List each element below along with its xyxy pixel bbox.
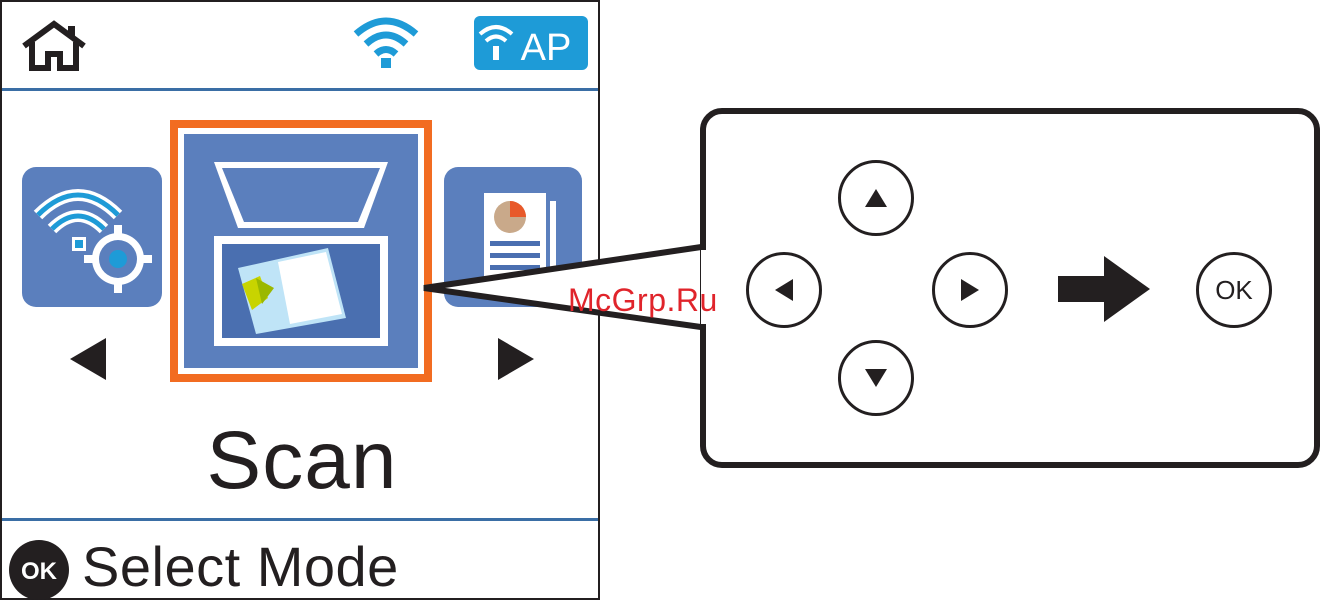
scan-icon xyxy=(178,128,424,374)
copy-tile[interactable] xyxy=(444,167,582,307)
scan-tile-selected[interactable] xyxy=(170,120,432,382)
footer-label: Select Mode xyxy=(82,534,399,600)
home-icon[interactable] xyxy=(18,20,90,72)
up-button[interactable] xyxy=(838,160,914,236)
scroll-right-arrow-icon[interactable] xyxy=(496,336,536,382)
header-divider xyxy=(2,88,598,91)
selected-mode-name: Scan xyxy=(2,416,602,506)
watermark-text: McGrp.Ru xyxy=(568,282,718,319)
ok-badge-icon: OK xyxy=(8,539,70,601)
footer-hint: OK Select Mode xyxy=(2,524,598,600)
copy-document-icon xyxy=(484,193,556,291)
ok-button[interactable]: OK xyxy=(1196,252,1272,328)
down-button[interactable] xyxy=(838,340,914,416)
down-arrow-icon xyxy=(863,367,889,389)
scroll-left-arrow-icon[interactable] xyxy=(68,336,108,382)
printer-lcd-screen: AP xyxy=(0,0,600,600)
footer-divider xyxy=(2,518,598,521)
up-arrow-icon xyxy=(863,187,889,209)
ap-badge-text: AP xyxy=(521,27,572,69)
left-arrow-icon xyxy=(773,277,795,303)
wifi-ap-icon: AP xyxy=(474,16,588,70)
wifi-settings-tile[interactable] xyxy=(22,167,162,307)
left-button[interactable] xyxy=(746,252,822,328)
step-arrow-icon xyxy=(1058,256,1150,322)
right-arrow-icon xyxy=(959,277,981,303)
wifi-icon xyxy=(352,14,420,72)
right-button[interactable] xyxy=(932,252,1008,328)
svg-text:OK: OK xyxy=(21,558,58,585)
status-bar: AP xyxy=(2,2,598,90)
